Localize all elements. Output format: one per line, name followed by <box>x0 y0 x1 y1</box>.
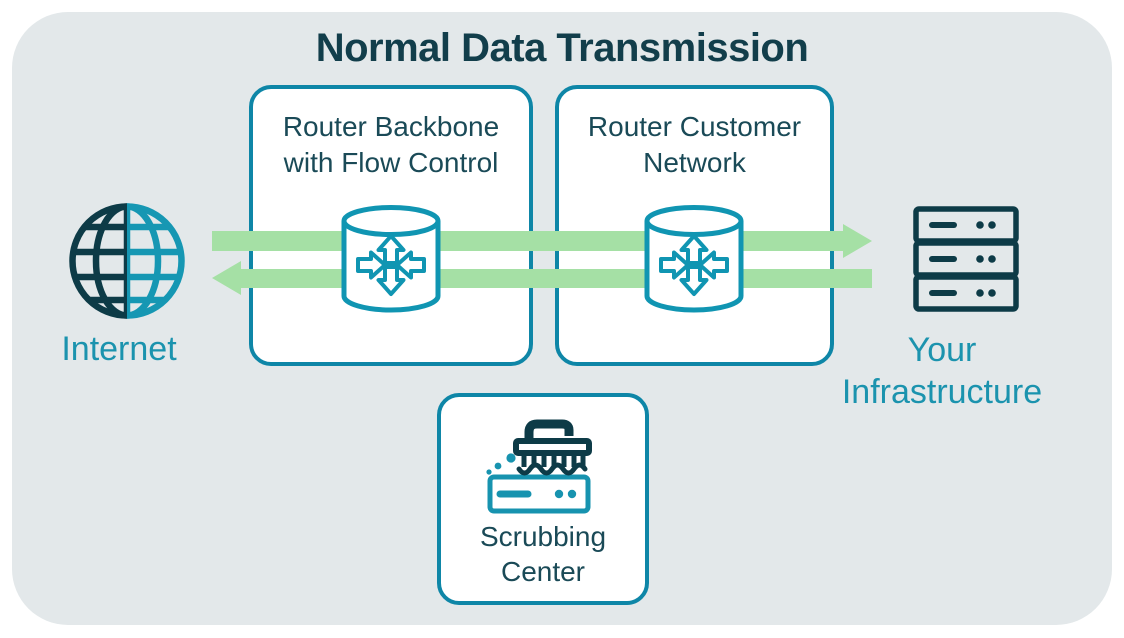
globe-icon <box>69 203 185 319</box>
flow-band-return <box>241 269 872 288</box>
label-line: Infrastructure <box>841 373 1043 411</box>
diagram-title: Normal Data Transmission <box>315 26 809 70</box>
label-line: with Flow Control <box>283 147 499 178</box>
router-cylinder-icon <box>644 205 744 313</box>
flow-band-forward <box>212 231 843 251</box>
node-router-backbone-label: Router Backbone with Flow Control <box>253 109 529 181</box>
node-router-customer-label: Router Customer Network <box>559 109 830 181</box>
flow-arrowhead-forward-icon <box>843 224 872 258</box>
server-rack-icon <box>913 206 1019 312</box>
label-line: Network <box>643 147 746 178</box>
flow-arrowhead-return-icon <box>212 261 241 295</box>
internet-label: Internet <box>61 330 177 368</box>
router-cylinder-icon <box>341 205 441 313</box>
your-infrastructure-label: Your Infrastructure <box>792 329 1092 413</box>
label-line: Your <box>907 331 977 369</box>
label-line: Center <box>500 556 586 587</box>
label-line: Router Backbone <box>282 111 500 142</box>
scrubbing-brush-icon <box>486 419 592 514</box>
label-line: Scrubbing <box>479 521 607 552</box>
node-scrubbing-center-label: Scrubbing Center <box>441 519 645 589</box>
label-line: Router Customer <box>587 111 802 142</box>
